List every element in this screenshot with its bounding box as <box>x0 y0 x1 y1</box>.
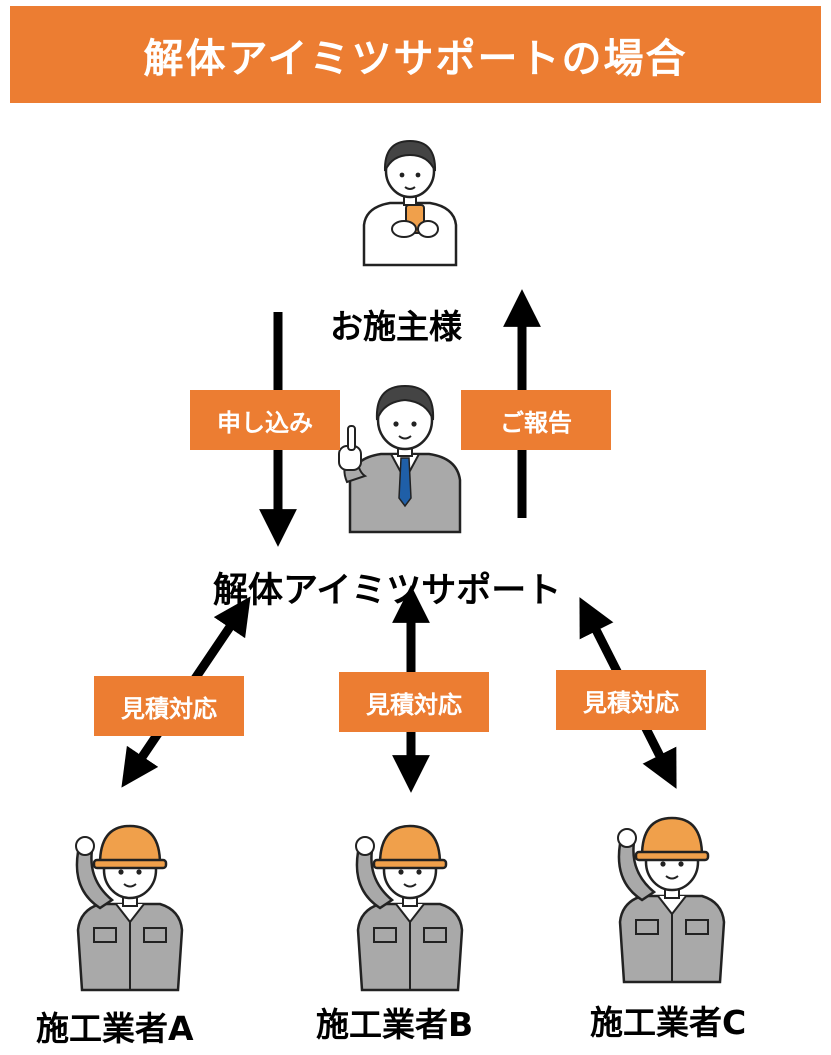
client-label: お施主様 <box>330 307 462 346</box>
quote-badge-c: 見積対応 <box>556 670 706 730</box>
quote-badge-a: 見積対応 <box>94 676 244 736</box>
report-badge: ご報告 <box>461 390 611 450</box>
consultant-figure <box>338 384 462 534</box>
apply-badge: 申し込み <box>190 390 340 450</box>
contractor-c-label: 施工業者C <box>590 1003 747 1042</box>
contractor-b-label: 施工業者B <box>316 1005 474 1044</box>
contractor-a-figure <box>74 824 184 992</box>
contractor-b-figure <box>354 824 464 992</box>
title-banner: 解体アイミツサポートの場合 <box>10 6 821 103</box>
quote-badge-b: 見積対応 <box>339 672 489 732</box>
support-label: 解体アイミツサポート <box>213 571 562 611</box>
contractor-c-figure <box>616 816 726 984</box>
page-title: 解体アイミツサポートの場合 <box>143 35 688 82</box>
contractor-a-label: 施工業者A <box>36 1009 194 1048</box>
client-figure <box>362 139 458 267</box>
